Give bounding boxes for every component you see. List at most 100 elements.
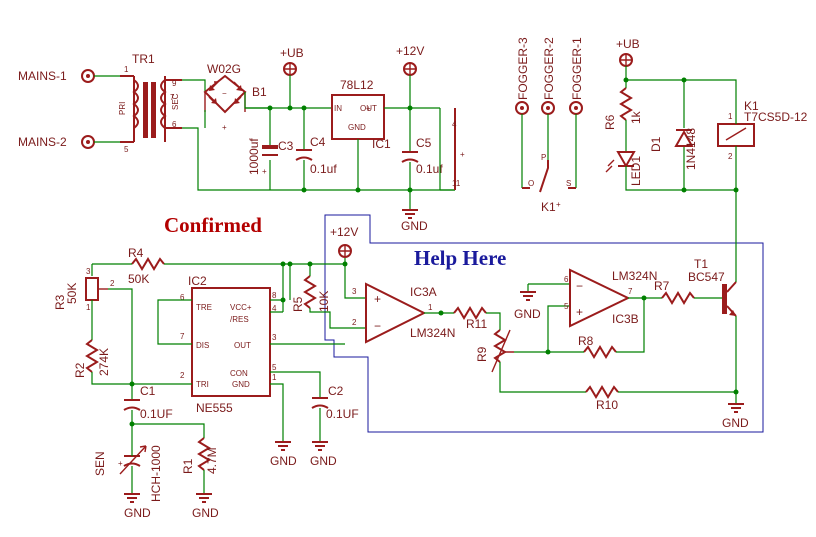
svg-text:IC2: IC2 [188, 274, 207, 288]
svg-text:C1: C1 [140, 384, 156, 398]
resistor-r6: R6 1k [603, 87, 643, 130]
svg-text:0.1uf: 0.1uf [416, 162, 443, 176]
svg-text:R6: R6 [603, 114, 617, 130]
resistor-r10: R10 [585, 385, 619, 412]
svg-text:IN: IN [334, 104, 342, 113]
svg-text:GND: GND [310, 454, 337, 468]
relay-k1-contact: O P S K1 + [522, 153, 576, 214]
svg-text:7: 7 [628, 287, 633, 296]
resistor-r1: R1 4.7M [181, 437, 219, 474]
fogger-1-connector: FOGGER-1 [569, 37, 584, 115]
svg-text:1: 1 [728, 112, 733, 121]
svg-text:K1: K1 [541, 200, 556, 214]
svg-text:FOGGER-2: FOGGER-2 [542, 37, 556, 100]
svg-text:50K: 50K [128, 272, 149, 286]
svg-text:1: 1 [86, 303, 91, 312]
svg-text:SEC: SEC [171, 93, 180, 110]
svg-text:+: + [118, 459, 123, 468]
diode-d1: D1 1N4148 [649, 128, 698, 170]
svg-text:2: 2 [110, 279, 115, 288]
svg-text:CON: CON [230, 369, 248, 378]
svg-text:B1: B1 [252, 85, 267, 99]
svg-text:10K: 10K [317, 291, 331, 312]
svg-text:FOGGER-3: FOGGER-3 [516, 37, 530, 100]
svg-text:+: + [262, 167, 267, 176]
relay-k1-coil: K1 T7CS5D-12 1 2 [717, 99, 808, 161]
svg-text:SEN: SEN [93, 451, 107, 476]
svg-text:+UB: +UB [616, 37, 640, 51]
ground-7: GND [722, 403, 749, 430]
svg-text:C5: C5 [416, 136, 432, 150]
svg-text:−: − [576, 279, 583, 293]
svg-text:O: O [528, 179, 534, 188]
svg-text:R10: R10 [596, 398, 618, 412]
svg-text:LM324N: LM324N [612, 269, 657, 283]
svg-text:VCC+: VCC+ [230, 303, 252, 312]
resistor-r8: R8 [578, 334, 617, 359]
svg-text:R7: R7 [654, 279, 670, 293]
svg-text:+UB: +UB [280, 46, 304, 60]
ground-2: GND [124, 493, 151, 520]
svg-text:T1: T1 [694, 257, 708, 271]
ub-supply-2: +UB [616, 37, 640, 67]
v12-supply-1: +12V [396, 44, 424, 76]
potentiometer-r9: R9 [475, 329, 514, 373]
svg-text:4: 4 [452, 120, 457, 129]
capacitor-c1: C1 0.1UF [123, 384, 173, 424]
svg-text:D1: D1 [649, 136, 663, 152]
svg-text:OUT: OUT [234, 341, 251, 350]
svg-text:+: + [576, 305, 583, 319]
ic2-ne555: IC2 TRE VCC+ /RES DIS OUT CON TRI GND NE… [180, 274, 277, 415]
svg-text:5: 5 [124, 145, 129, 154]
svg-text:+12V: +12V [396, 44, 424, 58]
fogger-3-connector: FOGGER-3 [515, 37, 530, 115]
svg-text:−: − [374, 319, 381, 333]
svg-text:R11: R11 [466, 317, 487, 331]
capacitor-c3: C3 1000uf + [247, 108, 294, 190]
svg-text:2: 2 [728, 152, 733, 161]
svg-text:−: − [222, 89, 227, 98]
svg-text:/RES: /RES [230, 315, 249, 324]
svg-text:5: 5 [272, 363, 277, 372]
svg-text:5: 5 [564, 302, 569, 311]
svg-text:IC3B: IC3B [612, 312, 639, 326]
svg-text:C2: C2 [328, 384, 344, 398]
svg-text:NE555: NE555 [196, 401, 233, 415]
svg-text:HCH-1000: HCH-1000 [149, 445, 163, 502]
svg-text:9: 9 [172, 79, 177, 88]
help-region-outline [324, 214, 764, 433]
svg-text:6: 6 [172, 120, 177, 129]
svg-text:C3: C3 [278, 139, 294, 153]
svg-text:7: 7 [180, 332, 185, 341]
svg-text:R4: R4 [128, 246, 144, 260]
svg-text:11: 11 [452, 179, 461, 188]
svg-text:TRE: TRE [196, 303, 212, 312]
mains-1-connector: MAINS-1 [18, 69, 95, 83]
resistor-r5: R5 10K [291, 275, 331, 312]
bridge-rectifier-b1: W02G B1 − + [203, 62, 267, 132]
svg-text:GND: GND [124, 506, 151, 520]
svg-text:0.1uf: 0.1uf [310, 162, 337, 176]
svg-text:+12V: +12V [330, 225, 358, 239]
svg-text:8: 8 [272, 291, 277, 300]
ub-supply-1: +UB [280, 46, 304, 76]
svg-text:6: 6 [564, 275, 569, 284]
ground-1: GND [401, 209, 428, 233]
svg-text:1: 1 [272, 373, 277, 382]
svg-text:GND: GND [192, 506, 219, 520]
transistor-t1: T1 BC547 [688, 257, 737, 317]
svg-text:274K: 274K [97, 348, 111, 376]
humidity-sensor-hch1000: SEN HCH-1000 + [93, 445, 163, 502]
annotation-help-here: Help Here [414, 246, 506, 270]
regulator-78l12: 78L12 IN OUT GND IC1 + [331, 78, 391, 151]
svg-text:+: + [222, 123, 227, 132]
opamp-ic3b: − + LM324N IC3B 6 5 7 [564, 268, 657, 328]
svg-text:MAINS-1: MAINS-1 [18, 69, 67, 83]
svg-text:0.1UF: 0.1UF [140, 407, 173, 421]
svg-text:1N4148: 1N4148 [684, 128, 698, 170]
svg-text:R9: R9 [475, 346, 489, 362]
capacitor-c5: C5 0.1uf [401, 108, 443, 210]
svg-text:4.7M: 4.7M [205, 447, 219, 474]
resistor-r4: R4 50K [128, 246, 165, 286]
